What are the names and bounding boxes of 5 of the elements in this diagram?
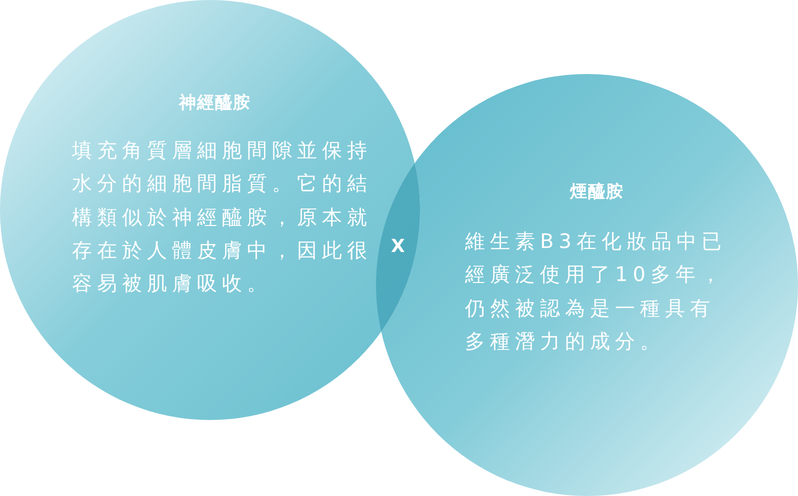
circle-description: 維生素B3在化妝品中已經廣泛使用了10多年，仍然被認為是一種具有多種潛力的成分。 bbox=[465, 228, 727, 355]
overlap-label: X bbox=[391, 236, 405, 258]
circle-heading: 煙醯胺 bbox=[570, 181, 624, 204]
circle-heading: 神經醯胺 bbox=[179, 92, 251, 115]
circle-description: 填充角質層細胞間隙並保持水分的細胞間脂質。它的結構類似於神經醯胺，原本就存在於人體皮膚中，因此很容易被肌膚吸收。 bbox=[72, 137, 373, 298]
